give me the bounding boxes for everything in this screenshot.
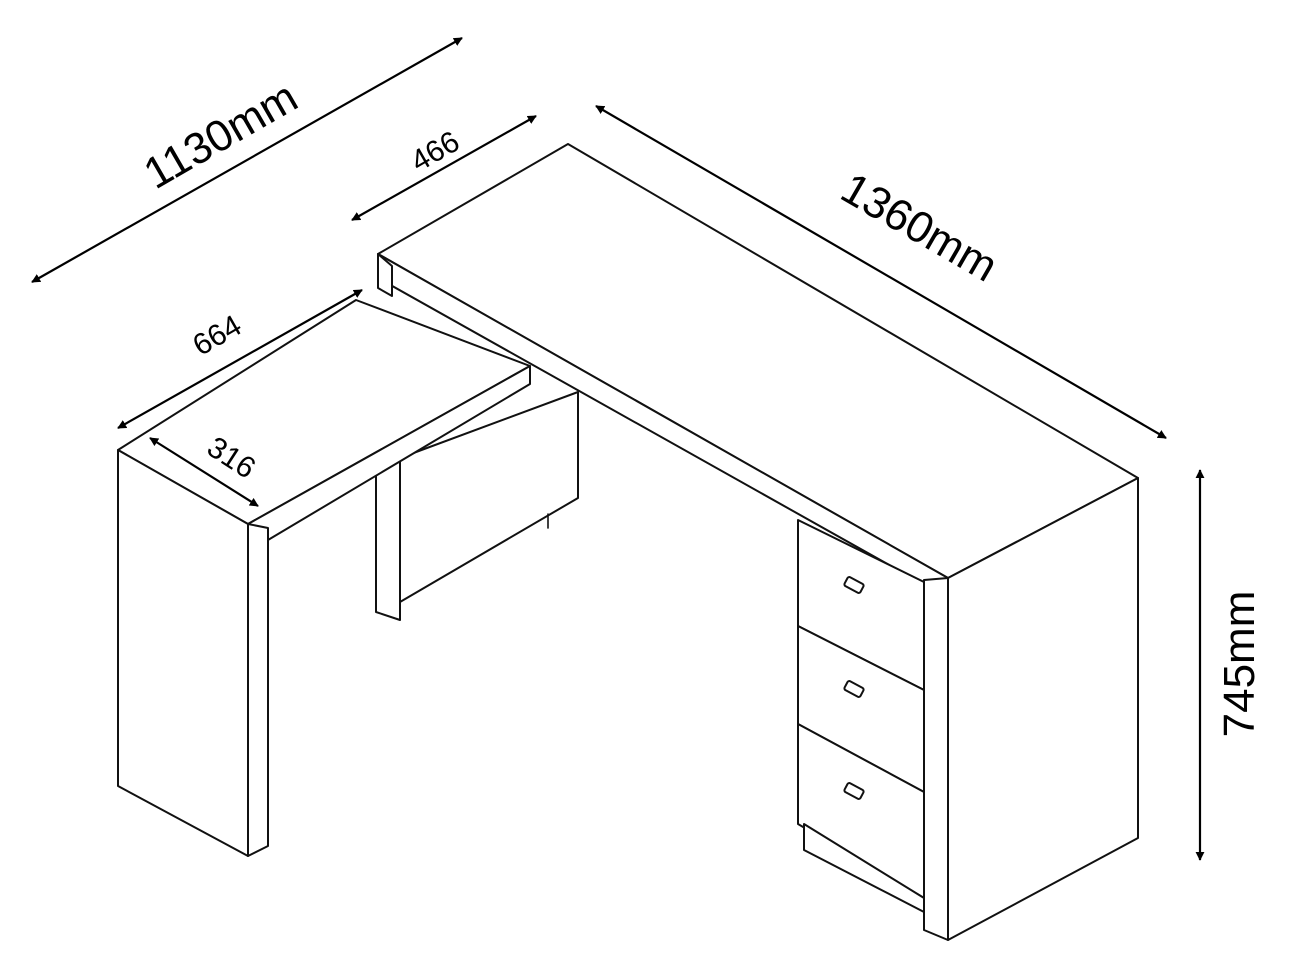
return-length-label: 664 [187, 309, 247, 363]
total-length-label: 1360mm [833, 163, 1006, 291]
height-label: 745mm [1215, 591, 1264, 738]
width-dimension-arrow [31, 37, 463, 283]
center-support [375, 391, 579, 621]
main-depth-arrow [351, 115, 537, 221]
center-leg-front [375, 457, 401, 621]
drawer-pedestal [797, 519, 925, 913]
drawer-2-handle-icon [843, 680, 865, 698]
return-length-arrow [117, 289, 363, 429]
drawer-3-handle-icon [843, 782, 865, 800]
left-panel-front [247, 523, 269, 857]
drawer-base [803, 823, 925, 913]
dimension-lines [31, 37, 1205, 861]
return-desk [117, 299, 531, 857]
total-width-label: 1130mm [136, 72, 306, 198]
main-depth-label: 466 [405, 125, 465, 179]
right-panel-front [923, 577, 949, 941]
return-depth-arrow [149, 437, 259, 507]
drawer-1-handle-icon [843, 576, 865, 594]
length-dimension-arrow [595, 105, 1167, 439]
